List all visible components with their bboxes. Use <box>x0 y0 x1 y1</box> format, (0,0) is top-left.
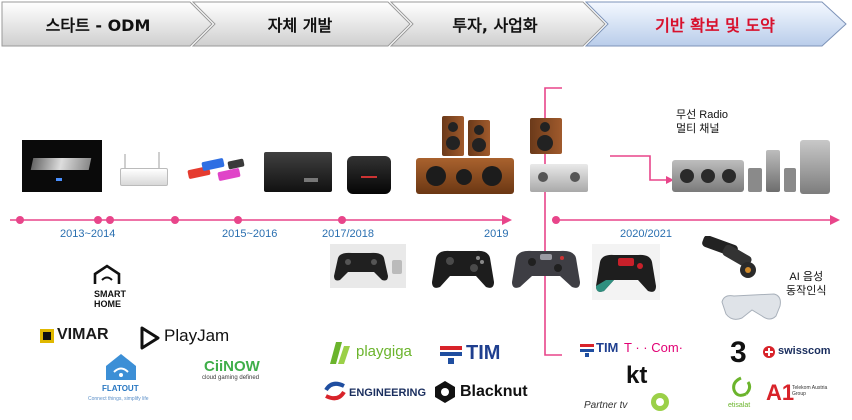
note-line: 동작인식 <box>786 285 827 297</box>
branch-bracket <box>544 87 562 356</box>
flatout-logo: FLATOUT <box>102 384 139 393</box>
year-label: 2017/2018 <box>322 228 374 240</box>
tim-mark-icon <box>440 346 462 364</box>
stage-label-foundation: 기반 확보 및 도약 <box>655 16 775 35</box>
gamepad-icon <box>334 252 402 281</box>
wooden-soundbar-image <box>416 158 514 194</box>
timeline-dot <box>171 216 179 224</box>
gamepad-panel-2017 <box>330 244 406 288</box>
tim-logo-small: TIM <box>596 340 619 355</box>
note-line: 멀티 채널 <box>676 123 720 135</box>
vimar-mark-icon <box>40 329 54 343</box>
timeline-dot <box>106 216 114 224</box>
flatout-icon <box>106 354 136 380</box>
etisalat-logo: etisalat <box>728 402 751 409</box>
engineering-icon <box>324 381 346 401</box>
set-top-dark-image <box>22 140 102 192</box>
logo-text: HOME <box>94 299 121 309</box>
year-label: 2020/2021 <box>620 228 672 240</box>
vr-glasses-image <box>721 293 781 320</box>
smart-home-logo: SMART HOME <box>94 289 126 309</box>
tv-box-image <box>347 156 391 194</box>
timeline-arrowhead-right <box>830 215 840 225</box>
router-image <box>120 148 168 188</box>
etisalat-icon <box>732 376 752 397</box>
timeline-dot <box>16 216 24 224</box>
mini-pc-image <box>264 152 332 192</box>
gesture-controller-image <box>702 236 756 278</box>
year-label: 2015~2016 <box>222 228 278 240</box>
logo-text: SMART <box>94 289 126 299</box>
telekom-logo: T · · Com· <box>624 340 683 355</box>
stage-chevron-1 <box>1 1 213 47</box>
radio-multichannel-note: 무선 Radio 멀티 채널 <box>676 108 728 136</box>
hdmi-sticks-image <box>187 156 248 186</box>
flatout-tagline: Connect things, simplify life <box>88 396 149 402</box>
a1-logo: A1 <box>766 380 795 405</box>
a1-tagline: Telekom Austria Group <box>792 385 828 397</box>
timeline-dot <box>552 216 560 224</box>
stage-label-self-dev: 자체 개발 <box>267 16 333 35</box>
radio-arrow-path <box>610 155 668 181</box>
ciinow-tagline: cloud gaming defined <box>202 375 260 381</box>
peel-icon <box>651 393 669 411</box>
blacknut-icon <box>435 381 455 403</box>
radio-arrowhead <box>666 176 674 184</box>
timeline-dot <box>94 216 102 224</box>
blacknut-logo: Blacknut <box>460 383 528 400</box>
smart-home-icon <box>93 264 121 284</box>
partner-tv-logo: Partner tv <box>584 400 628 411</box>
stage-banner <box>1 1 847 47</box>
timeline-dot <box>338 216 346 224</box>
note-line: AI 음성 <box>789 271 824 283</box>
swisscom-icon <box>763 346 775 358</box>
year-label: 2013~2014 <box>60 228 116 240</box>
timeline-arrowhead-left <box>502 215 512 225</box>
multichannel-speakers-image <box>672 140 832 196</box>
gamepad-icon <box>592 244 660 300</box>
three-logo: 3 <box>730 336 747 369</box>
swisscom-logo: swisscom <box>778 345 831 357</box>
playjam-icon <box>140 326 160 350</box>
stage-chevron-2 <box>191 1 411 47</box>
timeline-dot <box>234 216 242 224</box>
gamepad-icon <box>432 250 494 288</box>
note-line: 무선 Radio <box>676 109 729 121</box>
tim-mark-icon <box>580 344 594 357</box>
ciinow-logo: CiiNOW <box>204 358 260 375</box>
playgiga-icon <box>330 342 350 364</box>
vimar-logo: VIMAR <box>57 326 109 343</box>
kt-logo: kt <box>626 362 648 389</box>
amplifier-image <box>530 164 588 192</box>
playgiga-logo: playgiga <box>356 343 412 360</box>
playjam-logo: PlayJam <box>164 326 230 345</box>
wooden-bookshelf-speakers-image <box>442 116 492 156</box>
stage-label-invest: 투자, 사업화 <box>452 16 538 35</box>
tim-logo: TIM <box>466 342 501 364</box>
stage-label-start-odm: 스타트 - ODM <box>45 16 151 35</box>
engineering-logo: ENGINEERING <box>349 387 427 399</box>
voice-motion-note: AI 음성 동작인식 <box>786 270 826 298</box>
gamepad-icon <box>512 250 580 288</box>
wooden-speaker-small-image <box>530 118 562 154</box>
stage-chevron-4 <box>584 1 847 47</box>
stage-chevron-3 <box>389 1 606 47</box>
year-label: 2019 <box>484 228 509 240</box>
